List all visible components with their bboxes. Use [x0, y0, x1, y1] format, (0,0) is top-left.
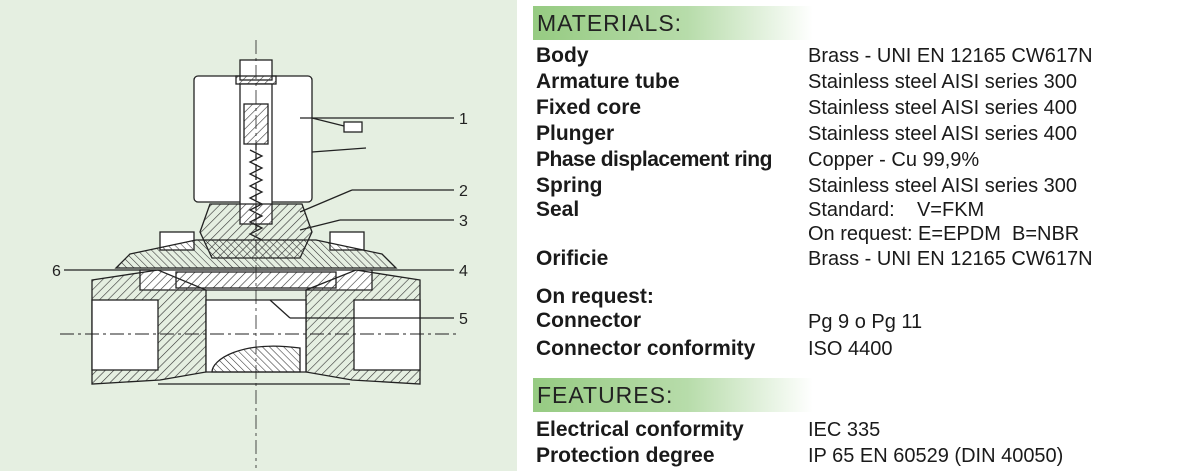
inlet-port [91, 299, 159, 371]
valve-drawing-panel: 1 2 3 4 5 6 [0, 0, 517, 471]
materials-value: Stainless steel AISI series 400 [808, 123, 1078, 145]
on-request-value: Pg 9 o Pg 11 [808, 311, 923, 333]
materials-value: Copper - Cu 99,9% [808, 149, 980, 171]
callout-5: 5 [459, 311, 468, 328]
features-band [533, 378, 813, 412]
callout-2: 2 [459, 183, 468, 200]
features-title: FEATURES: [537, 382, 674, 408]
materials-value: Stainless steel AISI series 300 [808, 71, 1078, 93]
materials-title: MATERIALS: [537, 10, 683, 36]
callout-1: 1 [459, 111, 468, 128]
materials-value: On request: E=EPDM B=NBR [808, 223, 1080, 245]
connector-terminal [343, 121, 363, 133]
features-value: IP 65 EN 60529 (DIN 40050) [808, 445, 1064, 467]
materials-value: Stainless steel AISI series 300 [808, 175, 1078, 197]
features-value: IEC 335 [808, 419, 881, 441]
callout-3: 3 [459, 213, 468, 230]
materials-value: Standard: V=FKM [808, 199, 985, 221]
materials-label: Seal [536, 198, 580, 221]
outlet-port [353, 299, 421, 371]
materials-value: Stainless steel AISI series 400 [808, 97, 1078, 119]
materials-label: Plunger [536, 122, 615, 145]
features-label: Protection degree [536, 444, 715, 467]
callout-4: 4 [459, 263, 468, 280]
valve-cross-section-drawing: 1 2 3 4 5 6 [52, 40, 468, 468]
materials-value: Brass - UNI EN 12165 CW617N [808, 45, 1093, 67]
materials-label: Orificie [536, 247, 609, 270]
on-request-label: Connector conformity [536, 337, 756, 360]
on-request-label: Connector [536, 309, 641, 332]
materials-value: Brass - UNI EN 12165 CW617N [808, 248, 1093, 270]
on-request-value: ISO 4400 [808, 338, 893, 360]
materials-label: Fixed core [536, 96, 642, 119]
callout-6: 6 [52, 263, 61, 280]
features-label: Electrical conformity [536, 418, 744, 441]
materials-band [533, 6, 813, 40]
materials-label: Body [536, 44, 589, 67]
materials-label: Armature tube [536, 70, 680, 93]
on-request-heading: On request: [536, 285, 654, 308]
materials-label: Spring [536, 174, 603, 197]
materials-label: Phase displacement ring [536, 148, 772, 171]
